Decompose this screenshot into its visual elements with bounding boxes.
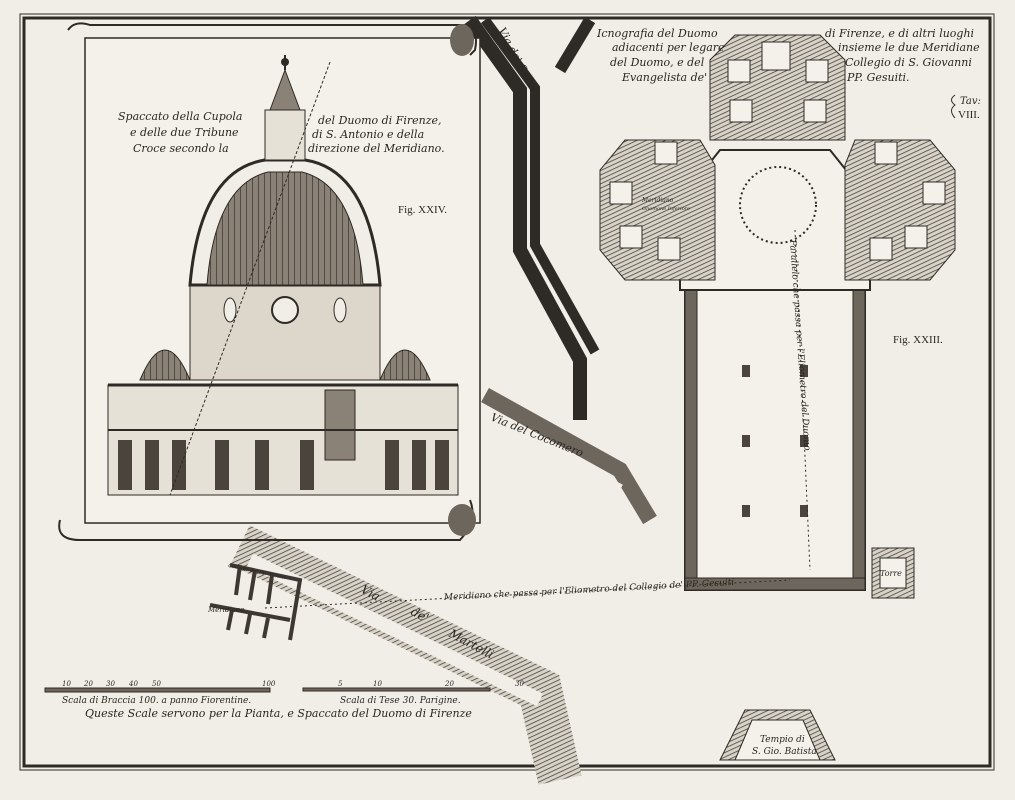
plate-border xyxy=(22,16,992,768)
scale-braccia: 10 20 30 40 50 100 Scala di Braccia 100.… xyxy=(44,680,276,706)
title-line: Collegio di S. Giovanni xyxy=(845,56,972,69)
title-line: Croce secondo la xyxy=(133,142,229,155)
title-line: Spaccato della Cupola xyxy=(118,110,242,123)
title-line: insieme le due Meridiane xyxy=(838,41,980,54)
scale-tese: 5 10 20 30 Scala di Tese 30. Parigine. xyxy=(302,680,524,706)
plan-title: Icnografia del Duomo adiacenti per legar… xyxy=(596,27,980,84)
plate-number-value: VIII. xyxy=(958,109,980,121)
scale-tick: 20 xyxy=(83,680,93,688)
title-line: di Firenze, e di altri luoghi xyxy=(825,27,974,40)
title-line: direzione del Meridiano. xyxy=(308,142,445,155)
scale-tick: 30 xyxy=(106,680,115,688)
scale-tick: 100 xyxy=(262,680,276,688)
collegio-plan-drawing xyxy=(209,563,303,641)
street-via-de-martelli xyxy=(230,525,582,785)
plate-number-label: Tav: xyxy=(960,96,981,107)
torre-label: Torre xyxy=(880,569,902,578)
scale-tick: 10 xyxy=(373,680,382,688)
title-line: PP. Gesuiti. xyxy=(846,71,910,84)
scale-tick: 50 xyxy=(152,680,161,688)
title-line: Evangelista de' xyxy=(621,71,707,84)
meridiano-label: Meridiano xyxy=(641,197,674,204)
scale-braccia-label: Scala di Braccia 100. a panno Fiorentine… xyxy=(62,696,251,706)
plate-number: Tav: VIII. xyxy=(951,94,981,121)
section-title: Spaccato della Cupola e delle due Tribun… xyxy=(118,110,445,155)
tempio-label: Tempio di xyxy=(760,735,805,745)
gnomone-label: Gnomone Inferiore xyxy=(642,206,690,212)
scales-note: Queste Scale servono per la Pianta, e Sp… xyxy=(85,707,472,720)
title-line: Icnografia del Duomo xyxy=(596,27,718,40)
title-line: di S. Antonio e della xyxy=(312,128,424,141)
title-line: del Duomo di Firenze, xyxy=(318,114,442,127)
fig-xxiii-label: Fig. XXIII. xyxy=(893,334,943,346)
scale-tick: 20 xyxy=(444,680,454,688)
scale-tese-label: Scala di Tese 30. Parigine. xyxy=(340,696,461,706)
cathedral-plan-drawing xyxy=(599,34,956,761)
street-via-del-cocomero xyxy=(477,388,657,525)
tempio-label: S. Gio. Batista xyxy=(752,747,817,757)
cathedral-section-drawing xyxy=(107,55,459,496)
scale-tick: 40 xyxy=(128,680,138,688)
scale-tick: 30 xyxy=(515,680,524,688)
title-line: adiacenti per legare xyxy=(612,41,725,54)
scale-tick: 10 xyxy=(62,680,71,688)
plate-border-outer xyxy=(19,13,995,771)
title-line: del Duomo, e del xyxy=(610,56,705,69)
scale-tick: 5 xyxy=(338,680,343,688)
fig-xxiv-label: Fig. XXIV. xyxy=(398,204,447,216)
title-line: e delle due Tribune xyxy=(130,126,239,139)
collegio-meridiano-label: Meridiano xyxy=(207,606,245,614)
street-via-de-servi xyxy=(464,15,600,420)
